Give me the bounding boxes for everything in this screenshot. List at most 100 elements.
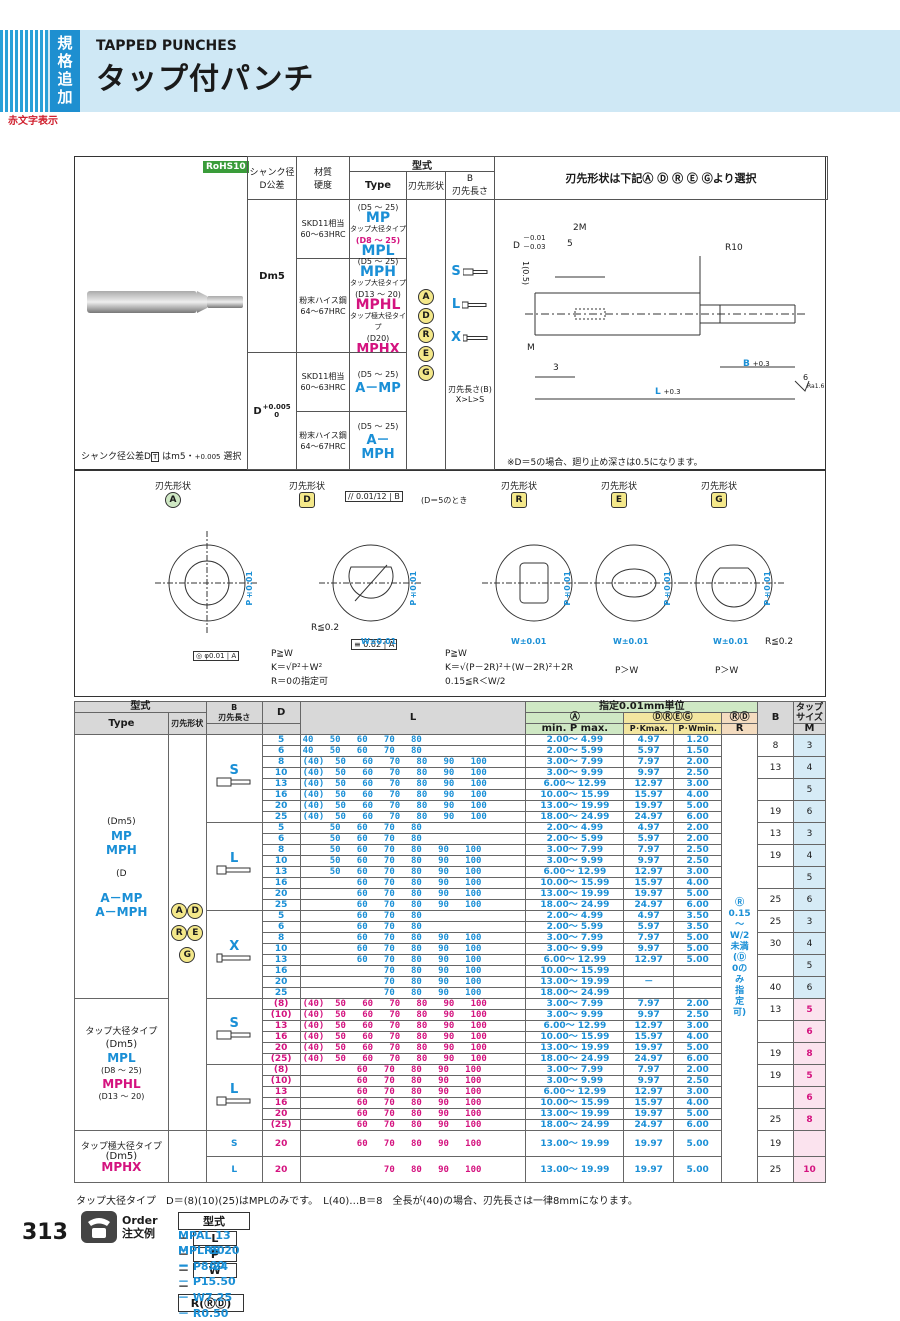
tip-cell-x (167, 1130, 207, 1183)
header-band (0, 30, 900, 112)
pk-cell: 7.97 (623, 756, 675, 768)
p-cell: 18.00～ 24.99 (525, 987, 625, 999)
pw-cell (673, 987, 723, 999)
p-cell: 10.00～ 15.99 (525, 1031, 625, 1043)
pk-cell: 9.97 (623, 1009, 675, 1021)
blen-cell: L (205, 1064, 263, 1131)
p-cell: 3.00～ 7.99 (525, 756, 625, 768)
pk-cell: 5.97 (623, 745, 675, 757)
dwg-d: D (513, 241, 520, 251)
dwg-3: 3 (553, 363, 559, 373)
l-cell: 50 60 70 80 90 100 (299, 866, 527, 878)
l-cell: 60 70 80 90 100 (299, 899, 527, 911)
p-e: P±0.01 (663, 571, 672, 606)
p-cell: 10.00～ 15.99 (525, 1097, 625, 1109)
pk-cell: 9.97 (623, 855, 675, 867)
pk-cell: 24.97 (623, 1053, 675, 1065)
d-cell: (25) (261, 1053, 301, 1065)
l-cell: (40) 50 60 70 80 90 100 (299, 756, 527, 768)
pw-cell: 2.00 (673, 998, 723, 1010)
right-drawing: D －0.01 －0.03 2M 5 R10 M 3 1(0.5) B +0.3… (495, 201, 825, 451)
d-cell: 13 (261, 954, 301, 966)
l-cell: (40) 50 60 70 80 90 100 (299, 1031, 527, 1043)
p-cell: 18.00～ 24.99 (525, 1119, 625, 1131)
dwg-1: 1(0.5) (521, 261, 530, 286)
punch-drawing (525, 256, 810, 400)
pw-cell (673, 965, 723, 977)
l-cell: (40) 50 60 70 80 90 100 (299, 811, 527, 823)
d-cell: 6 (261, 921, 301, 933)
p-cell: 18.00～ 24.99 (525, 811, 625, 823)
m-cell: 5 (792, 998, 827, 1021)
p-a: P±0.01 (245, 571, 254, 606)
p-cell: 13.00～ 19.99 (525, 1130, 625, 1157)
m-cell: 6 (792, 800, 827, 823)
th-b: B 刃先長さ (205, 701, 263, 724)
p-cell: 3.00～ 7.99 (525, 1064, 625, 1076)
pw-cell: 2.00 (673, 1064, 723, 1076)
d-cell: (8) (261, 1064, 301, 1076)
w-r: W±0.01 (511, 637, 547, 646)
mat-row2: 粉末ハイス鋼 64～67HRC (296, 258, 350, 353)
pk-cell: 24.97 (623, 811, 675, 823)
l-cell: (40) 50 60 70 80 90 100 (299, 1053, 527, 1065)
p-cell: 13.00～ 19.99 (525, 888, 625, 900)
th-dreg: ⒹⓇⒺⒼ (623, 712, 723, 724)
l-cell: (40) 50 60 70 80 90 100 (299, 789, 527, 801)
l-cell: (40) 50 60 70 80 90 100 (299, 1020, 527, 1032)
d-cell: 10 (261, 855, 301, 867)
pw-cell: 1.20 (673, 734, 723, 746)
a-flat: ◎ φ0.01 | A (193, 651, 240, 661)
d-cell: 20 (261, 800, 301, 812)
l-cell: 60 70 80 90 100 (299, 943, 527, 955)
p-cell: 13.00～ 19.99 (525, 1042, 625, 1054)
d-cell: 13 (261, 866, 301, 878)
b-cell: 13 (757, 998, 794, 1021)
punch-image (87, 291, 243, 313)
l-cell: 50 60 70 80 90 100 (299, 855, 527, 867)
b-cell (757, 778, 794, 801)
b-cell: 30 (757, 932, 794, 955)
d-cell: 8 (261, 756, 301, 768)
l-cell: 60 70 80 90 100 (299, 954, 527, 966)
pk-cell: 9.97 (623, 767, 675, 779)
d-cell: 13 (261, 1020, 301, 1032)
pk-cell: 12.97 (623, 1086, 675, 1098)
pw-cell: 4.00 (673, 789, 723, 801)
pk-cell (623, 987, 675, 999)
pk-cell: 19.97 (623, 1108, 675, 1120)
pk-cell: 4.97 (623, 734, 675, 746)
pk-cell: 19.97 (623, 888, 675, 900)
r-le-g: R≦0.2 (765, 637, 794, 647)
mat-row4: 粉末ハイス鋼 64～67HRC (296, 411, 350, 470)
type-row1: (D5 ～ 25) MP タップ大径タイプ (D8 ～ 25) MPL (349, 199, 407, 259)
p-cell: 3.00～ 9.99 (525, 767, 625, 779)
pw-cell: 6.00 (673, 1053, 723, 1065)
pw-cell: 2.00 (673, 822, 723, 834)
blen-cell: S (205, 734, 263, 823)
product-image (85, 287, 245, 317)
l-cell: 50 60 70 80 90 100 (299, 844, 527, 856)
l-cell: 60 70 80 90 100 (299, 1097, 527, 1109)
pk-cell: 15.97 (623, 877, 675, 889)
pk-cell: 4.97 (623, 822, 675, 834)
p-cell: 10.00～ 15.99 (525, 789, 625, 801)
r-col-cell: Ⓡ 0.15 ～ W/2 未満 (Ⓓ 0の み 指 定 可) (721, 734, 759, 1183)
l-cell: 60 70 80 90 100 (299, 932, 527, 944)
pw-cell: 2.50 (673, 1075, 723, 1087)
pw-cell: 5.00 (673, 1156, 723, 1183)
d-frame2: ≡ 0.02 | A (351, 639, 398, 650)
